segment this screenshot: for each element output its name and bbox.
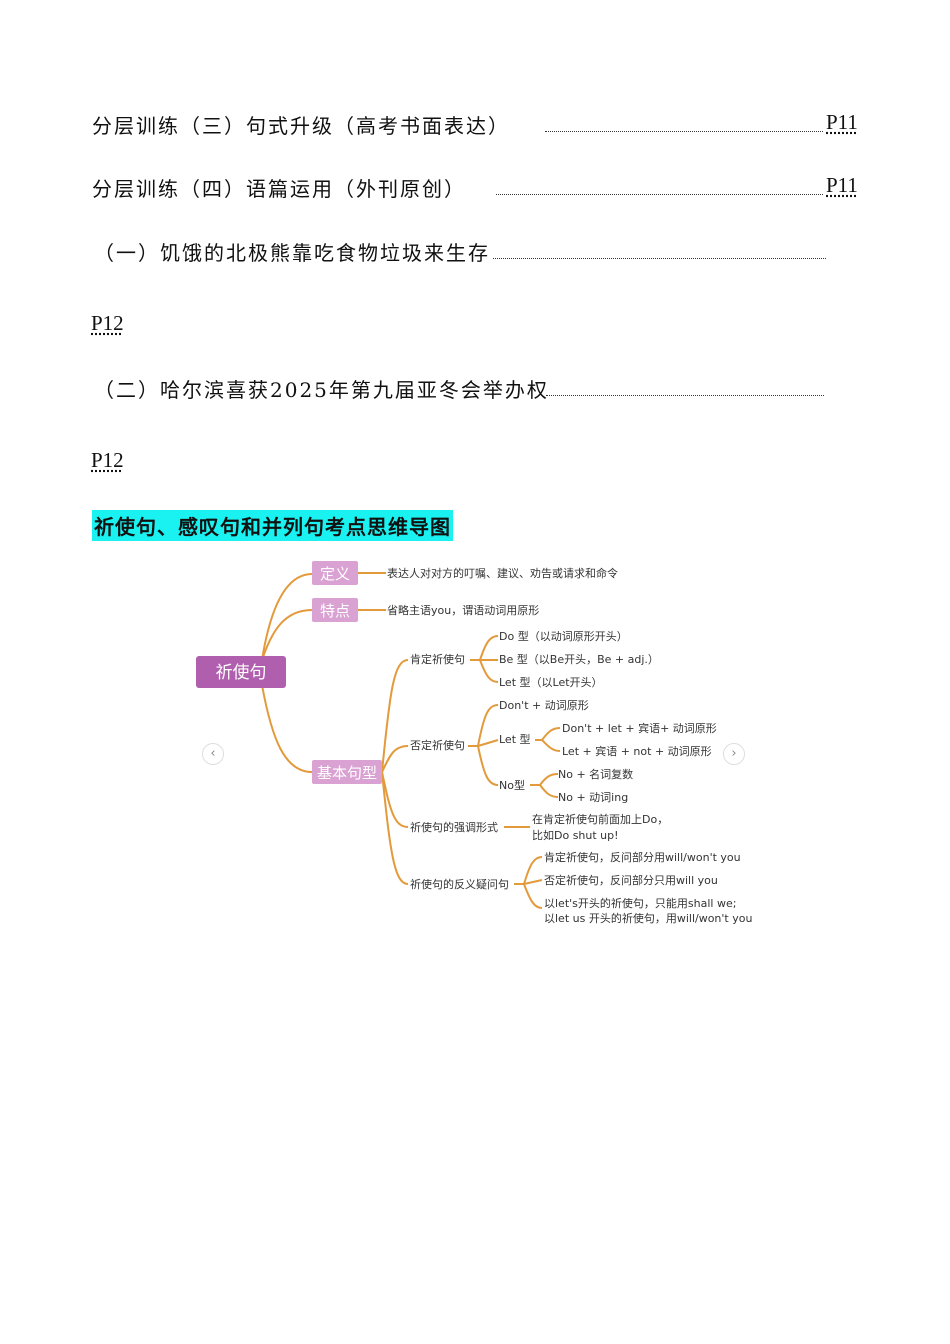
toc-entry-4[interactable]: 分层训练（四）语篇运用（外刊原创）	[92, 177, 466, 201]
toc-entry-3[interactable]: 分层训练（三）句式升级（高考书面表达）	[92, 114, 510, 138]
mindmap-root-label: 祈使句	[216, 662, 267, 683]
toc-leader-4	[546, 395, 824, 396]
mindmap-affirmative-item: Do 型（以动词原形开头）	[499, 629, 628, 643]
mindmap-node-basic	[312, 760, 382, 784]
mindmap-affirmative-item: Be 型（以Be开头，Be + adj.）	[499, 652, 659, 666]
mindmap-node-definition	[312, 561, 358, 585]
mindmap-negative-label: 否定祈使句	[410, 738, 465, 752]
mindmap-negative-no-item: No + 名词复数	[558, 767, 633, 781]
mindmap-node-feature	[312, 598, 358, 622]
mindmap-negative-dont: Don't + 动词原形	[499, 699, 589, 712]
mindmap: 祈使句 定义 表达人对对方的叮嘱、建议、劝告或请求和命令 特点 省略主语you，…	[196, 561, 752, 925]
toc-entry-5[interactable]: （一）饥饿的北极熊靠吃食物垃圾来生存	[94, 241, 490, 265]
toc-leader-3	[493, 258, 826, 259]
toc-page-2[interactable]: P11	[826, 173, 858, 197]
mindmap-affirmative-item: Let 型（以Let开头）	[499, 675, 603, 689]
mindmap-next-button[interactable]: ›	[723, 743, 745, 765]
mindmap-prev-button[interactable]: ‹	[202, 743, 224, 765]
mindmap-tag-line: 以let us 开头的祈使句，用will/won't you	[544, 911, 752, 925]
mindmap-negative-no-label: No型	[499, 778, 525, 792]
mindmap-negative-let-item: Don't + let + 宾语+ 动词原形	[562, 721, 717, 735]
toc-entry-6[interactable]: （二）哈尔滨喜获2025年第九届亚冬会举办权	[94, 378, 549, 402]
mindmap-definition-text: 表达人对对方的叮嘱、建议、劝告或请求和命令	[387, 566, 618, 580]
mindmap-tag-item: 肯定祈使句，反问部分用will/won't you	[544, 850, 741, 864]
mindmap-basic-label: 基本句型	[317, 764, 377, 782]
mindmap-tag-line: 以let's开头的祈使句，只能用shall we;	[544, 896, 736, 910]
mindmap-feature-text: 省略主语you，谓语动词用原形	[387, 603, 539, 617]
mindmap-negative-no-item: No + 动词ing	[558, 791, 628, 804]
mindmap-affirmative-label: 肯定祈使句	[410, 652, 465, 666]
mindmap-definition-label: 定义	[320, 565, 350, 583]
toc-page-3[interactable]: P12	[91, 311, 124, 335]
mindmap-emphatic-line: 在肯定祈使句前面加上Do，	[532, 812, 668, 826]
toc-page-4[interactable]: P12	[91, 448, 124, 472]
mindmap-tag-label: 祈使句的反义疑问句	[410, 877, 509, 891]
mindmap-emphatic-label: 祈使句的强调形式	[410, 820, 498, 834]
mindmap-feature-label: 特点	[320, 602, 350, 620]
section-heading: 祈使句、感叹句和并列句考点思维导图	[92, 510, 453, 541]
mindmap-tag-item: 否定祈使句，反问部分只用will you	[544, 873, 718, 887]
mindmap-negative-let-label: Let 型	[499, 732, 531, 746]
mindmap-emphatic-line: 比如Do shut up!	[532, 828, 619, 842]
toc-page-1[interactable]: P11	[826, 110, 858, 134]
toc-leader-2	[496, 194, 823, 195]
mindmap-root-node	[196, 656, 286, 688]
mindmap-negative-let-item: Let + 宾语 + not + 动词原形	[562, 744, 712, 758]
toc-leader-1	[545, 131, 823, 132]
